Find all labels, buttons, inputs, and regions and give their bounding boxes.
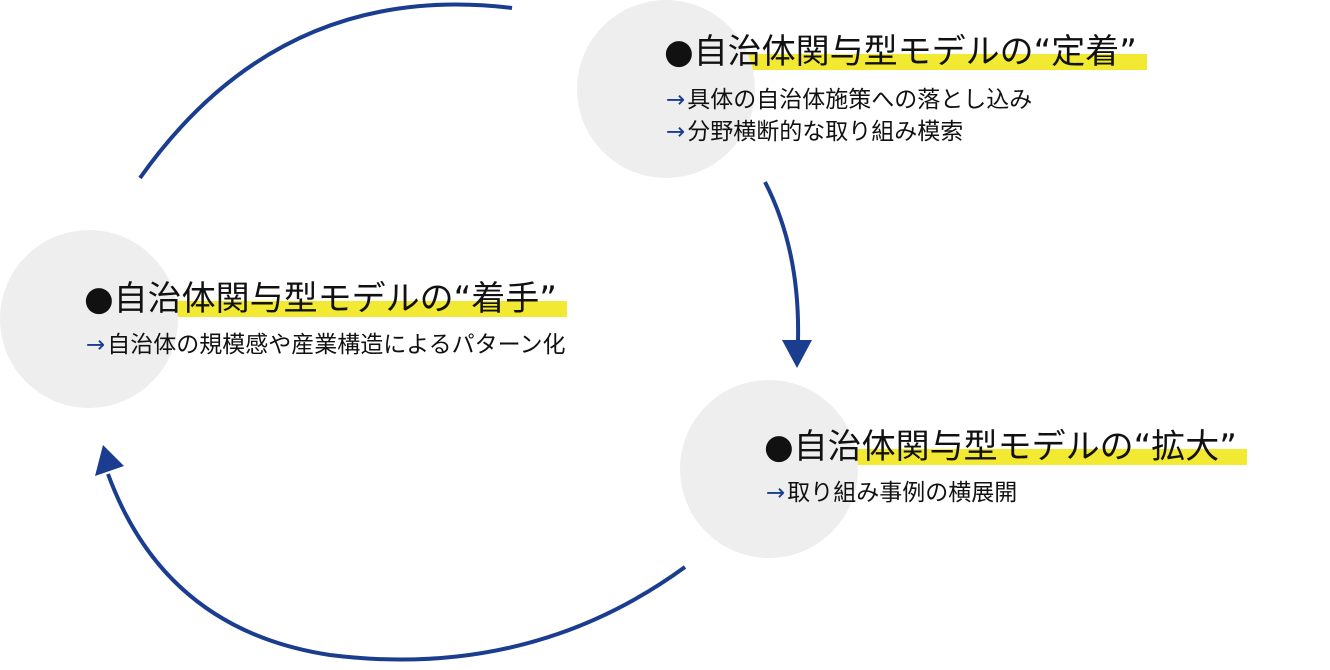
stage-circle-chakushu: [0, 230, 178, 408]
stage-title-text: 自治体関与型モデルの“拡大”: [793, 427, 1237, 467]
stage-point: →分野横断的な取り組み模索: [666, 116, 1147, 148]
bullet-icon: ●: [84, 279, 114, 319]
right-arrow-icon: →: [666, 87, 686, 113]
stage-chakushu: ●自治体関与型モデルの“着手” →自治体の規模感や産業構造によるパターン化: [80, 277, 567, 361]
arc-kakudai-to-chakushu: [106, 473, 687, 662]
bullet-icon: ●: [764, 427, 794, 467]
stage-point-text: 具体の自治体施策への落とし込み: [687, 87, 1033, 113]
stage-teichaku: ●自治体関与型モデルの“定着” →具体の自治体施策への落とし込み →分野横断的な…: [660, 30, 1147, 148]
stage-point-text: 分野横断的な取り組み模索: [687, 119, 964, 145]
stage-point: →取り組み事例の横展開: [766, 477, 1247, 509]
stage-point: →具体の自治体施策への落とし込み: [666, 84, 1147, 116]
arc-chakushu-to-teichaku: [138, 2, 513, 180]
arrowhead-kakudai: [782, 340, 812, 368]
stage-point: →自治体の規模感や産業構造によるパターン化: [86, 329, 567, 361]
arrowhead-chakushu: [95, 445, 124, 476]
right-arrow-icon: →: [666, 119, 686, 145]
stage-circle-teichaku: [577, 0, 755, 178]
arc-teichaku-to-kakudai: [763, 181, 801, 341]
stage-title-teichaku: ●自治体関与型モデルの“定着”: [660, 30, 1147, 74]
stage-kakudai: ●自治体関与型モデルの“拡大” →取り組み事例の横展開: [760, 425, 1247, 509]
stage-point-text: 取り組み事例の横展開: [787, 480, 1018, 506]
bullet-icon: ●: [664, 32, 694, 72]
stage-title-text: 自治体関与型モデルの“着手”: [113, 279, 557, 319]
stage-title-text: 自治体関与型モデルの“定着”: [693, 32, 1137, 72]
stage-title-kakudai: ●自治体関与型モデルの“拡大”: [760, 425, 1247, 469]
stage-point-text: 自治体の規模感や産業構造によるパターン化: [107, 332, 566, 358]
stage-circle-kakudai: [680, 380, 858, 558]
right-arrow-icon: →: [86, 332, 106, 358]
right-arrow-icon: →: [766, 480, 786, 506]
stage-title-chakushu: ●自治体関与型モデルの“着手”: [80, 277, 567, 321]
